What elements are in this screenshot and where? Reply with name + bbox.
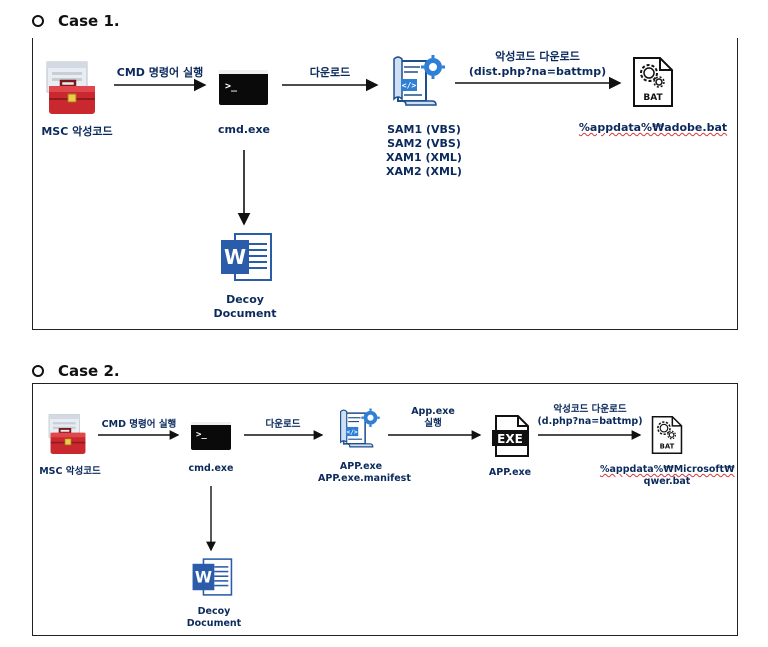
bat-badge: BAT: [660, 443, 675, 451]
file-item: XAM1 (XML): [386, 151, 462, 164]
word-document-icon: W: [192, 558, 233, 596]
malware-download-url: (dist.php?na=battmp): [468, 65, 607, 78]
cmd-arrow-label: CMD 명령어 실행: [116, 66, 204, 79]
bat-path-line2: qwer.bat: [643, 476, 691, 487]
script-file-icon: </>: [393, 55, 445, 106]
terminal-icon: >_: [191, 422, 231, 450]
app-exec-line2: 실행: [424, 418, 442, 429]
malware-download-url: (d.php?na=battmp): [537, 416, 643, 427]
bullet-icon: [32, 365, 44, 377]
msc-label: MSC 악성코드: [41, 125, 113, 138]
bat-path: %appdata%₩adobe.bat: [578, 121, 728, 134]
bat-path-text: %appdata%₩adobe.bat: [578, 121, 728, 134]
malware-download-label: 악성코드 다운로드: [495, 50, 580, 63]
decoy-label: Decoy Document: [176, 606, 252, 630]
bullet-icon: [32, 15, 44, 27]
cmd-label: cmd.exe: [188, 463, 234, 474]
download-label: 다운로드: [309, 66, 351, 79]
svg-text:</>: </>: [347, 429, 358, 436]
terminal-titlebar: [191, 422, 231, 425]
terminal-titlebar: [219, 70, 268, 74]
bat-file-icon: BAT: [651, 415, 683, 455]
case2-panel: [32, 383, 738, 636]
msc-label: MSC 악성코드: [39, 466, 101, 477]
cmd-arrow-label: CMD 명령어 실행: [101, 419, 177, 430]
download-label: 다운로드: [265, 419, 301, 430]
case2-title: Case 2.: [58, 362, 120, 380]
file-item: XAM2 (XML): [386, 165, 462, 178]
manifest-line2: APP.exe.manifest: [318, 473, 411, 484]
case1-heading: Case 1.: [32, 12, 120, 30]
decoy-line2: Document: [213, 307, 277, 320]
word-letter: W: [224, 245, 246, 269]
app-exec-label: App.exe 실행: [398, 406, 468, 430]
exe-badge: EXE: [497, 432, 523, 446]
malware-download-labels: 악성코드 다운로드 (dist.php?na=battmp): [455, 49, 620, 79]
manifest-line1: APP.exe: [339, 461, 383, 472]
decoy-line1: Decoy: [226, 293, 264, 306]
toolbox-icon: [48, 414, 86, 454]
exe-file-icon: EXE: [492, 415, 529, 457]
bat-path-line1: %appdata%₩Microsoft₩: [600, 464, 735, 475]
cmd-label: cmd.exe: [217, 123, 271, 136]
app-label: APP.exe: [488, 467, 532, 478]
bat-file-icon: BAT: [633, 57, 673, 107]
toolbox-icon: [46, 61, 95, 114]
case1-panel: [32, 38, 738, 330]
bat-badge: BAT: [643, 93, 663, 103]
case1-title: Case 1.: [58, 12, 120, 30]
file-list: SAM1 (VBS) SAM2 (VBS) XAM1 (XML) XAM2 (X…: [374, 123, 474, 179]
svg-text:</>: </>: [402, 81, 417, 90]
script-file-icon: </>: [340, 408, 380, 448]
malware-download-labels: 악성코드 다운로드 (d.php?na=battmp): [536, 404, 644, 428]
manifest-label: APP.exe APP.exe.manifest: [318, 461, 411, 485]
app-exec-line1: App.exe: [411, 406, 455, 417]
malware-download-label: 악성코드 다운로드: [553, 404, 627, 415]
bat-path: %appdata%₩Microsoft₩ qwer.bat: [600, 464, 735, 488]
decoy-line2: Document: [186, 618, 242, 629]
word-letter: W: [195, 568, 212, 586]
file-item: SAM1 (VBS): [387, 123, 461, 136]
decoy-line1: Decoy: [197, 606, 231, 617]
case2-heading: Case 2.: [32, 362, 120, 380]
word-document-icon: W: [221, 233, 272, 281]
terminal-icon: >_: [219, 70, 268, 105]
decoy-label: Decoy Document: [200, 293, 290, 321]
file-item: SAM2 (VBS): [387, 137, 461, 150]
